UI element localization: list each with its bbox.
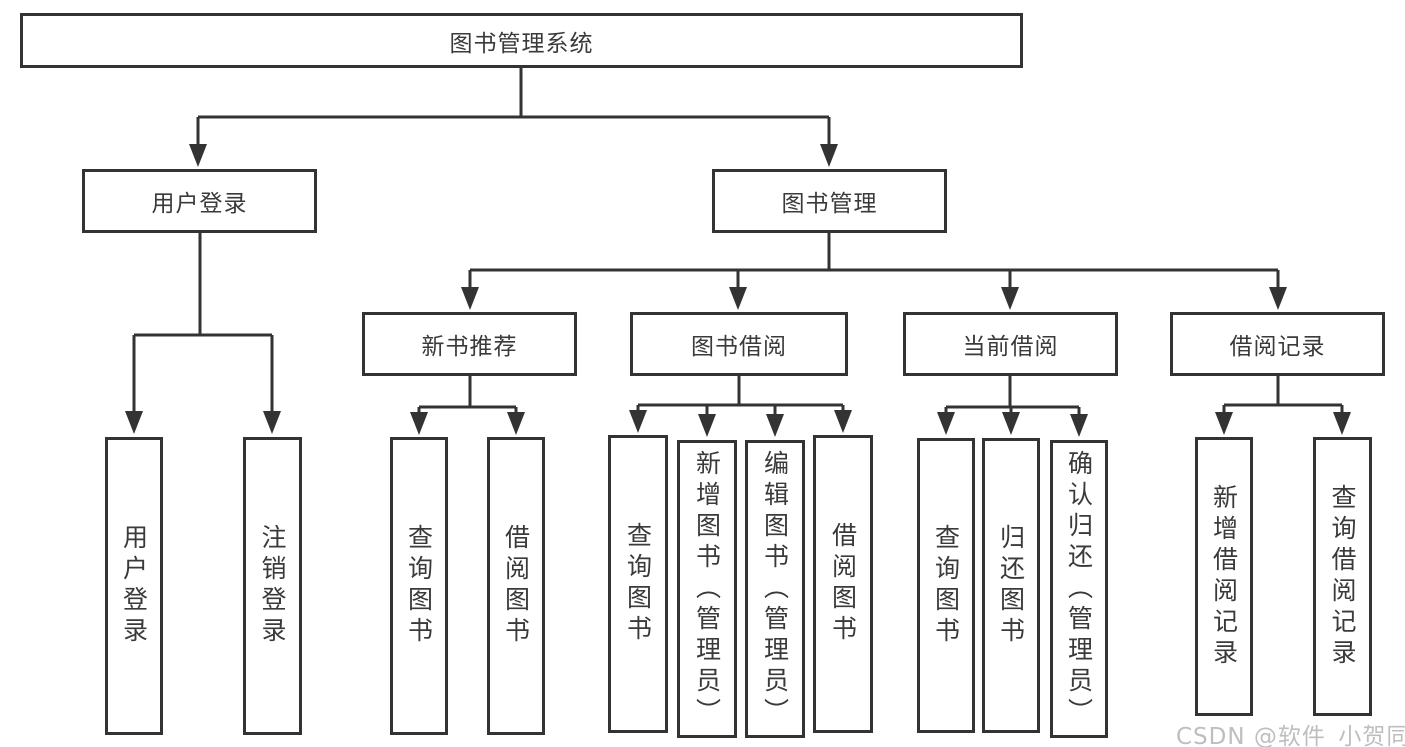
node-book-borrow: 图书借阅 [630, 312, 848, 376]
arrowhead-icon [834, 410, 852, 433]
connector-currentborrow-to-leaves [944, 376, 1081, 416]
node-new-book-recommend: 新书推荐 [362, 312, 577, 376]
node-borrow-records: 借阅记录 [1170, 312, 1385, 376]
node-user-login: 用户登录 [82, 169, 317, 233]
arrowhead-icon [766, 414, 784, 437]
arrowhead-icon [729, 287, 747, 310]
arrowhead-icon [820, 144, 838, 167]
leaf-confirm-return-admin: 确认归还（管理员） [1050, 440, 1108, 738]
leaf-edit-book-admin: 编辑图书（管理员） [745, 440, 805, 738]
arrowhead-icon [1070, 414, 1088, 437]
arrowhead-icon [629, 410, 647, 433]
leaf-return-book: 归还图书 [982, 438, 1040, 733]
connector-records-to-leaves [1222, 376, 1344, 414]
leaf-query-book-current: 查询图书 [917, 438, 975, 733]
arrowhead-icon [189, 144, 207, 167]
connector-bookmgmt-to-level2 [468, 233, 1280, 289]
arrowhead-icon [507, 412, 525, 435]
leaf-query-borrow-record: 查询借阅记录 [1313, 437, 1372, 716]
leaf-query-book-borrow: 查询图书 [608, 435, 668, 733]
connector-userlogin-to-leaves [132, 233, 274, 413]
arrowhead-icon [698, 414, 716, 437]
arrowhead-icon [1215, 412, 1233, 435]
arrowhead-icon [1269, 287, 1287, 310]
leaf-add-borrow-record: 新增借阅记录 [1195, 437, 1253, 716]
leaf-user-login: 用户登录 [105, 437, 163, 735]
connector-newbook-to-leaves [417, 376, 518, 414]
arrowhead-icon [263, 411, 281, 434]
arrowhead-icon [410, 412, 428, 435]
leaf-borrow-book: 借阅图书 [813, 435, 873, 733]
node-book-management: 图书管理 [712, 169, 947, 233]
watermark: CSDN @软件_小贺同学 [1176, 724, 1405, 747]
connector-bookborrow-to-leaves [636, 376, 845, 416]
leaf-logout: 注销登录 [243, 437, 302, 735]
leaf-query-book-recommend: 查询图书 [390, 437, 448, 735]
arrowhead-icon [1001, 287, 1019, 310]
arrowheads [125, 144, 1351, 437]
arrowhead-icon [125, 411, 143, 434]
node-current-borrow: 当前借阅 [903, 312, 1118, 376]
leaf-borrow-book-recommend: 借阅图书 [487, 437, 545, 735]
arrowhead-icon [1002, 412, 1020, 435]
arrowhead-icon [1333, 412, 1351, 435]
arrowhead-icon [461, 287, 479, 310]
node-root-system: 图书管理系统 [20, 13, 1023, 68]
leaf-add-book-admin: 新增图书（管理员） [677, 440, 737, 738]
connector-root-to-level1 [196, 68, 831, 147]
arrowhead-icon [937, 412, 955, 435]
